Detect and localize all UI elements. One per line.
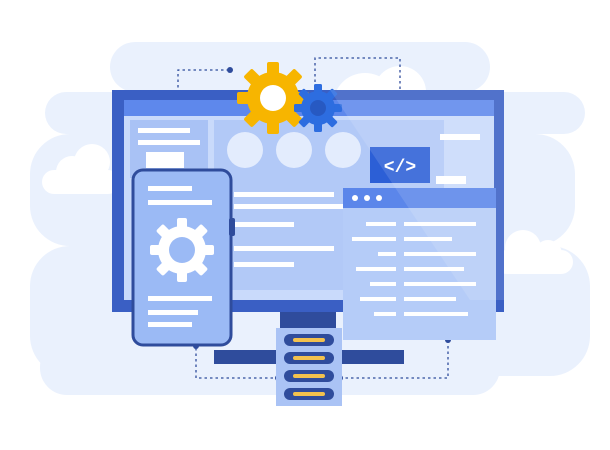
avatar [325, 132, 361, 168]
gear-icon [294, 84, 342, 132]
window-lines [352, 222, 476, 316]
server-slot [284, 388, 334, 400]
window-header [343, 188, 496, 208]
gear-icon [237, 62, 309, 134]
cloud-icon [495, 230, 573, 274]
gear-icon [150, 218, 214, 282]
window-dots [352, 195, 382, 201]
cloud-icon [42, 144, 120, 194]
server-slot [284, 352, 334, 364]
screen-sheen [330, 90, 504, 300]
server-slot [284, 334, 334, 346]
server-stack [276, 328, 342, 406]
phone [131, 168, 235, 347]
phone-side-button [229, 218, 235, 236]
server-slot [284, 370, 334, 382]
code-icon: </> [384, 158, 416, 178]
avatar [276, 132, 312, 168]
code-badge [370, 147, 430, 183]
avatar [227, 132, 263, 168]
browser-window [343, 188, 496, 340]
